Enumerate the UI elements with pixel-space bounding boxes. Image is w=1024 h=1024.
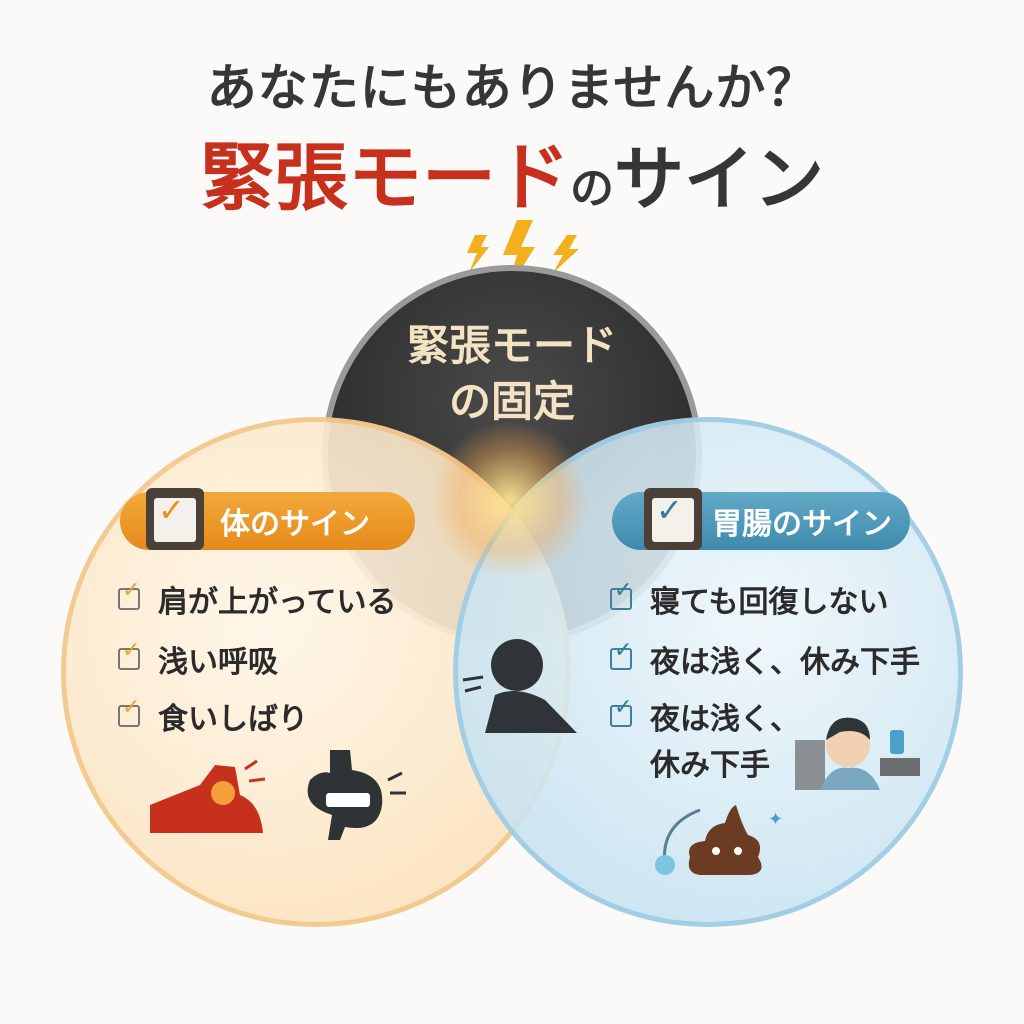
center-line1: 緊張モード <box>406 321 617 370</box>
clipboard-icon: ✓ <box>644 488 702 550</box>
stomach-clench-icon <box>307 750 406 840</box>
list-item: ✓寝ても回復しない <box>610 577 889 621</box>
center-line2: の固定 <box>448 377 575 426</box>
list-item: ✓肩が上がっている <box>118 577 397 621</box>
title-dark: サイン <box>614 138 824 220</box>
checkbox-icon: ✓ <box>610 638 632 670</box>
shoulder-pain-icon <box>150 759 266 833</box>
list-item-continued: 休み下手 <box>650 748 770 783</box>
list-item: ✓夜は浅く、 <box>610 694 800 738</box>
stressed-person-icon <box>462 639 577 733</box>
poop-icon: ✦ <box>655 805 783 875</box>
page-title: 緊張モードのサイン <box>0 118 1024 225</box>
body-signs-label: 体のサイン <box>220 507 370 542</box>
title-red: 緊張モード <box>200 135 570 221</box>
tired-man-icon <box>795 717 920 790</box>
clipboard-icon: ✓ <box>146 488 204 550</box>
center-label: 緊張モード の固定 <box>362 318 662 430</box>
checkbox-icon: ✓ <box>118 638 140 670</box>
title-no: の <box>570 163 614 214</box>
checkbox-icon: ✓ <box>610 695 632 727</box>
page-subtitle: あなたにもありませんか？ <box>206 59 818 117</box>
gut-signs-label: 胃腸のサイン <box>712 507 892 542</box>
list-item: ✓浅い呼吸 <box>118 637 278 681</box>
svg-text:✦: ✦ <box>768 809 783 830</box>
list-item: ✓夜は浅く、休み下手 <box>610 637 920 681</box>
list-item: ✓食いしばり <box>118 694 308 738</box>
checkbox-icon: ✓ <box>610 578 632 610</box>
center-glow <box>430 420 590 580</box>
checkbox-icon: ✓ <box>118 695 140 727</box>
checkbox-icon: ✓ <box>118 578 140 610</box>
